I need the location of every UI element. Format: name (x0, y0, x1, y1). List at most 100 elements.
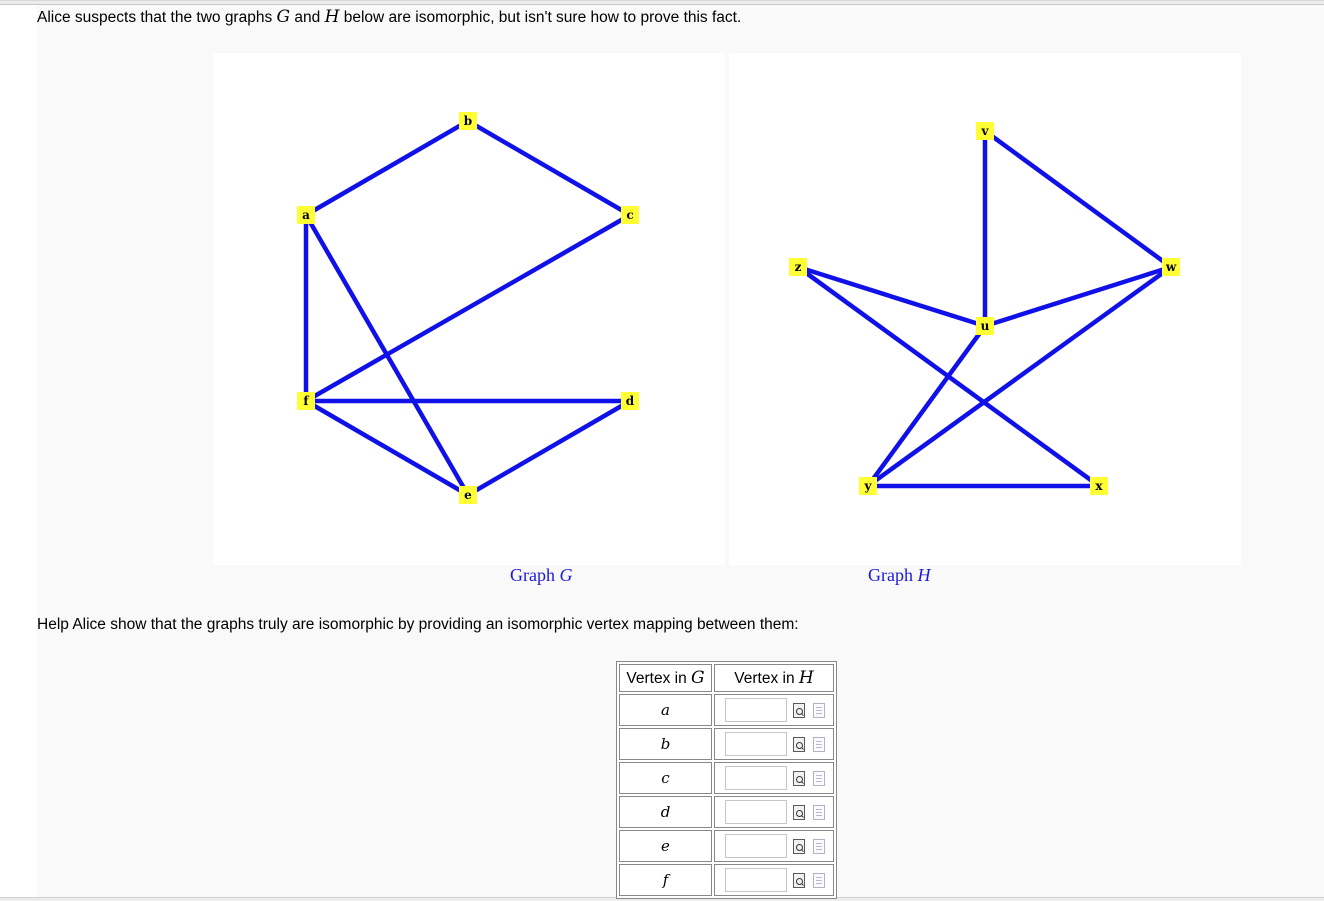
mapping-row-f: f (619, 864, 834, 896)
preview-icon[interactable] (793, 873, 805, 888)
mapping-row-a: a (619, 694, 834, 726)
h-vertex-cell (714, 728, 834, 760)
graph-g-drawing: a b c d e f (297, 112, 639, 504)
mapping-row-e: e (619, 830, 834, 862)
caption-g-var: G (559, 565, 573, 585)
vertex-label-h-w: w (1165, 260, 1177, 274)
vertex-box-h-v (976, 122, 994, 140)
edge-h-u-y (866, 324, 987, 488)
problem-intro: Alice suspects that the two graphs G and… (37, 7, 741, 28)
edge-h-z-u (797, 264, 986, 329)
vertex-box-h-z (789, 258, 807, 276)
answer-help-icon[interactable] (813, 703, 825, 718)
vertex-g-c: c (621, 206, 639, 224)
vertex-h-x: x (1090, 477, 1108, 495)
answer-input-a[interactable] (725, 698, 787, 722)
vertex-label-h-y: y (864, 479, 873, 493)
intro-text-2: and (290, 9, 325, 26)
g-vertex-cell: f (619, 864, 712, 896)
vertex-label-g-d: d (626, 394, 635, 408)
answer-input-e[interactable] (725, 834, 787, 858)
vertex-h-v: v (976, 122, 994, 140)
intro-text-3: below are isomorphic, but isn't sure how… (339, 9, 742, 26)
vertex-label-g-e: e (464, 488, 472, 502)
header-h-var: H (798, 668, 814, 688)
vertex-h-y: y (859, 477, 877, 495)
answer-help-icon[interactable] (813, 873, 825, 888)
answer-help-icon[interactable] (813, 805, 825, 820)
vertex-box-h-y (859, 477, 877, 495)
h-vertex-cell (714, 830, 834, 862)
graph-g-panel: a b c d e f (213, 53, 725, 565)
answer-help-icon[interactable] (813, 737, 825, 752)
edge-g-f-e (304, 399, 470, 497)
g-vertex-cell: e (619, 830, 712, 862)
vertex-g-e: e (459, 486, 477, 504)
vertex-g-a: a (297, 206, 315, 224)
vertex-box-h-w (1162, 258, 1180, 276)
caption-h-text: Graph (868, 565, 918, 585)
vertex-h-u: u (976, 317, 994, 335)
answer-input-b[interactable] (725, 732, 787, 756)
vertex-g-d: d (621, 392, 639, 410)
h-vertex-cell (714, 796, 834, 828)
header-g-var: G (691, 668, 705, 688)
answer-input-d[interactable] (725, 800, 787, 824)
header-vertex-in-h: Vertex in H (714, 664, 834, 692)
edge-h-u-w (984, 264, 1172, 329)
mapping-row-b: b (619, 728, 834, 760)
intro-var-g: G (276, 7, 291, 27)
g-vertex-cell: d (619, 796, 712, 828)
vertex-label-h-u: u (981, 319, 990, 333)
edge-g-b-c (466, 119, 632, 217)
answer-input-c[interactable] (725, 766, 787, 790)
mapping-row-d: d (619, 796, 834, 828)
edge-g-c-f (304, 213, 632, 403)
mapping-row-c: c (619, 762, 834, 794)
vertex-g-b: b (459, 112, 477, 130)
vertex-box-g-b (459, 112, 477, 130)
h-vertex-cell (714, 694, 834, 726)
caption-g-text: Graph (510, 565, 560, 585)
vertex-box-h-x (1090, 477, 1108, 495)
vertex-box-g-e (459, 486, 477, 504)
vertex-box-g-a (297, 206, 315, 224)
header-vertex-in-g: Vertex in G (619, 664, 712, 692)
header-g-text: Vertex in (626, 670, 692, 687)
vertex-box-h-u (976, 317, 994, 335)
vertex-label-h-z: z (795, 260, 802, 274)
answer-help-icon[interactable] (813, 839, 825, 854)
g-vertex-cell: c (619, 762, 712, 794)
vertex-g-f: f (297, 392, 315, 410)
g-vertex-cell: a (619, 694, 712, 726)
graph-h-panel: u v w x y z (729, 53, 1241, 565)
g-vertex-cell: b (619, 728, 712, 760)
edge-g-a-b (304, 119, 470, 217)
help-instructions: Help Alice show that the graphs truly ar… (37, 616, 799, 633)
preview-icon[interactable] (793, 805, 805, 820)
intro-var-h: H (324, 7, 340, 27)
graph-h-caption: Graph H (868, 565, 930, 586)
h-vertex-cell (714, 864, 834, 896)
answer-input-f[interactable] (725, 868, 787, 892)
preview-icon[interactable] (793, 703, 805, 718)
vertex-label-g-f: f (303, 394, 309, 408)
vertex-label-h-x: x (1095, 479, 1103, 493)
vertex-box-g-d (621, 392, 639, 410)
graph-h-drawing: u v w x y z (789, 122, 1180, 495)
edge-h-w-y (866, 265, 1173, 488)
vertex-box-g-c (621, 206, 639, 224)
top-border (0, 0, 1324, 5)
vertex-h-w: w (1162, 258, 1180, 276)
preview-icon[interactable] (793, 737, 805, 752)
preview-icon[interactable] (793, 839, 805, 854)
vertex-label-g-a: a (302, 208, 310, 222)
answer-help-icon[interactable] (813, 771, 825, 786)
vertex-label-g-b: b (464, 114, 472, 128)
preview-icon[interactable] (793, 771, 805, 786)
caption-h-var: H (917, 565, 931, 585)
edge-g-e-d (466, 399, 632, 497)
edge-h-v-w (983, 129, 1173, 269)
h-vertex-cell (714, 762, 834, 794)
